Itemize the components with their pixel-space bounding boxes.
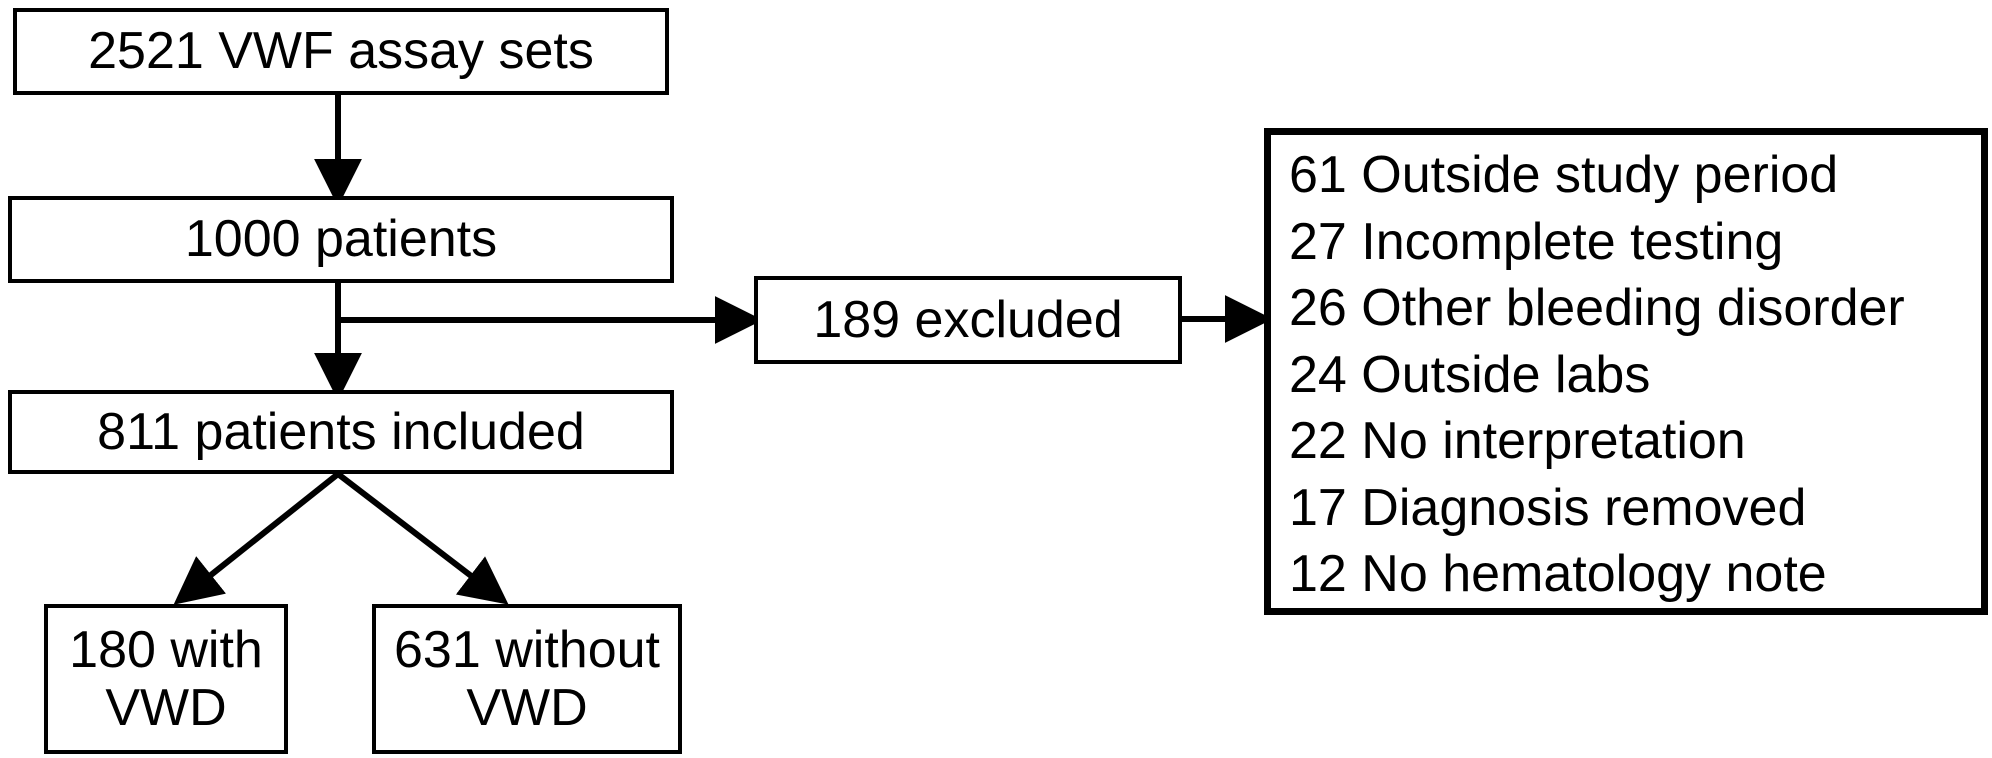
patients-label: 1000 patients: [184, 210, 498, 269]
patients-box: 1000 patients: [8, 196, 674, 283]
exclusion-reason-outside-study-period: 61 Outside study period: [1289, 146, 1839, 204]
exclusion-reason-other-bleeding-disorder: 26 Other bleeding disorder: [1289, 279, 1905, 337]
exclusion-reasons-box: 61 Outside study period 27 Incomplete te…: [1264, 128, 1988, 615]
assay-sets-box: 2521 VWF assay sets: [13, 8, 669, 95]
with-vwd-count-label: 180 with: [69, 620, 263, 679]
with-vwd-box: 180 with VWD: [44, 604, 288, 754]
exclusion-reason-incomplete-testing: 27 Incomplete testing: [1289, 212, 1784, 271]
exclusion-reason-outside-labs: 24 Outside labs: [1289, 345, 1651, 404]
without-vwd-label: VWD: [466, 679, 588, 737]
included-label: 811 patients included: [97, 402, 585, 461]
with-vwd-label: VWD: [105, 679, 227, 737]
excluded-label: 189 excluded: [813, 290, 1123, 349]
arrow-included-to-without-vwd: [336, 471, 509, 605]
exclusion-reason-diagnosis-removed: 17 Diagnosis removed: [1289, 478, 1807, 537]
exclusion-reason-no-interpretation: 22 No interpretation: [1289, 412, 1746, 470]
assay-sets-label: 2521 VWF assay sets: [88, 22, 594, 81]
without-vwd-count-label: 631 without: [394, 620, 660, 679]
included-box: 811 patients included: [8, 390, 674, 474]
exclusion-reason-no-hematology-note: 12 No hematology note: [1289, 545, 1827, 603]
arrow-included-to-with-vwd: [173, 471, 340, 605]
without-vwd-box: 631 without VWD: [372, 604, 682, 754]
excluded-box: 189 excluded: [754, 276, 1182, 364]
